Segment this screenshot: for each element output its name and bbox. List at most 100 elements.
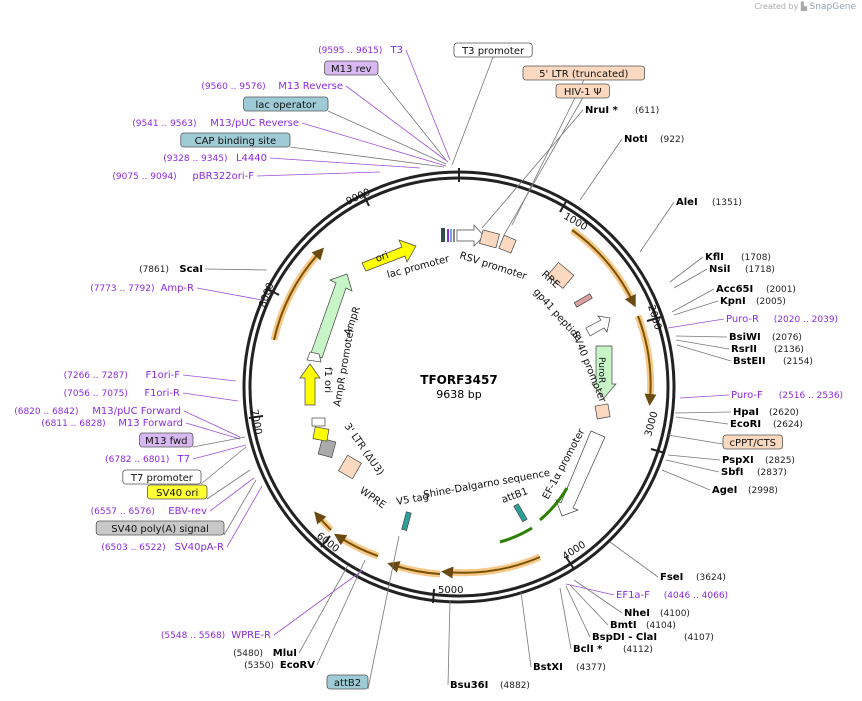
leader-line [200,446,247,485]
svg-text:lac operator: lac operator [256,100,317,111]
svg-text:(4377): (4377) [576,663,606,673]
left-label-m13-rev: M13 rev [324,60,379,76]
svg-text:MluI: MluI [273,648,297,659]
ampr-label: AmpR [342,305,363,337]
right-label-kpni: KpnI(2005) [720,296,786,307]
svg-text:(6820 .. 6842): (6820 .. 6842) [14,407,78,417]
svg-text:(1708): (1708) [741,253,771,263]
tick-label: 4000 [561,539,588,562]
left-label-m13-reverse: M13 Reverse(9560 .. 9576) [201,81,343,92]
svg-text:BspDI - ClaI: BspDI - ClaI [592,632,657,643]
right-label-noti: NotI(922) [624,134,684,145]
svg-text:(5548 .. 5568): (5548 .. 5568) [161,631,225,641]
svg-text:Acc65I: Acc65I [716,284,753,295]
leader-line [182,374,237,382]
svg-text:T7 promoter: T7 promoter [130,473,194,484]
svg-text:Puro-F: Puro-F [731,390,763,401]
svg-text:(4107): (4107) [684,633,714,643]
right-label-bstxi: BstXI(4377) [533,662,606,673]
left-label-lac-operator: lac operator [243,96,329,112]
leader-line [204,268,268,271]
svg-text:M13 rev: M13 rev [331,64,372,75]
left-label-ebv-rev: EBV-rev(6557 .. 6576) [91,506,207,517]
svg-text:T7: T7 [177,454,190,465]
svg-text:M13 Forward: M13 Forward [118,418,183,429]
right-label-bmti: BmtI(4104) [610,620,676,631]
svg-text:EF1a-F: EF1a-F [616,590,650,601]
svg-text:F1ori-F: F1ori-F [146,370,181,381]
leader-line [301,122,447,167]
right-label-kfli: KflI(1708) [705,252,771,263]
svg-text:M13/pUC Forward: M13/pUC Forward [92,406,181,417]
svg-text:(7266 .. 7287): (7266 .. 7287) [64,371,128,381]
right-label-nhei: NheI(4100) [624,608,690,619]
inner-features [299,224,617,544]
ampr-feature [310,273,353,359]
svg-text:(2624): (2624) [773,420,803,430]
left-label-sv40-ori: SV40 ori [146,484,208,500]
tick-label: 3000 [643,410,660,437]
leader-line [196,287,263,301]
leader-line [675,416,729,425]
svg-text:KpnI: KpnI [720,296,746,307]
right-label-bcli-: BclI * (4112) [573,644,653,655]
svg-text:SV40 ori: SV40 ori [156,488,198,499]
right-label-ecori: EcoRI(2624) [730,419,803,430]
leader-line [675,339,730,350]
svg-text:(2998): (2998) [748,486,778,496]
leader-line [377,74,447,161]
credit-prefix: Created by [754,2,799,11]
svg-text:(6811 .. 6828): (6811 .. 6828) [41,419,105,429]
leader-line [674,411,732,414]
left-label-ecorv: EcoRV(5350) [244,660,315,671]
tick-label: 8000 [257,281,276,309]
svg-text:NsiI: NsiI [709,264,730,275]
shine-dalgarno-label: Shine-Dalgarno sequence [423,468,551,501]
svg-text:SbfI: SbfI [721,467,743,478]
right-label-nrui-: NruI *(611) [585,105,659,116]
right-label-puro-r: Puro-R (2020 .. 2039) [726,314,838,325]
svg-text:(2020 .. 2039): (2020 .. 2039) [774,315,838,325]
svg-text:5' LTR (truncated): 5' LTR (truncated) [539,69,628,80]
svg-text:(4112): (4112) [623,645,653,655]
plasmid-size: 9638 bp [436,388,481,401]
ori-feature [361,239,417,272]
svg-text:cPPT/CTS: cPPT/CTS [730,438,776,449]
svg-text:(7861): (7861) [139,265,169,275]
svg-text:(2620): (2620) [769,408,799,418]
left-label-t3: T3(9595 .. 9615) [318,45,403,56]
left-label-scai: ScaI(7861) [139,264,203,275]
credit-brand: SnapGene [809,2,856,12]
leader-line [673,300,719,316]
svg-text:attB2: attB2 [334,678,361,689]
svg-text:(922): (922) [660,135,684,145]
svg-text:(2076): (2076) [772,333,802,343]
tick-label: 5000 [438,585,463,596]
right-label-sbfi: SbfI(2837) [721,467,787,478]
svg-text:(1718): (1718) [745,265,775,275]
svg-text:T3 promoter: T3 promoter [461,46,525,57]
left-label-f1ori-r: F1ori-R(7056 .. 7075) [64,388,180,399]
svg-text:Puro-R: Puro-R [726,314,759,325]
svg-text:M13/pUC Reverse: M13/pUC Reverse [210,118,299,129]
svg-text:EcoRV: EcoRV [280,660,315,671]
left-label-pbr322ori-f: pBR322ori-F(9075 .. 9094) [112,171,254,182]
right-label-puro-f: Puro-F(2516 .. 2536) [731,390,843,401]
leader-line [676,344,732,362]
svg-text:FseI: FseI [660,572,683,583]
svg-text:(4104): (4104) [646,621,676,631]
leader-line [671,288,715,313]
right-label-hpai: HpaI(2620) [733,407,799,418]
svg-text:Amp-R: Amp-R [161,283,195,294]
v5-tag-label: V5 tag [396,491,430,508]
left-label-cap-binding-site: CAP binding site [180,132,291,148]
svg-text:AgeI: AgeI [712,485,737,496]
svg-text:WPRE-R: WPRE-R [231,630,271,641]
left-label-t7-promoter: T7 promoter [122,469,202,485]
svg-text:SV40pA-R: SV40pA-R [175,542,224,553]
svg-text:BclI *: BclI * [573,644,603,655]
leader-line [679,394,730,399]
svg-text:NheI: NheI [624,608,650,619]
svg-text:(6557 .. 6576): (6557 .. 6576) [91,507,155,517]
